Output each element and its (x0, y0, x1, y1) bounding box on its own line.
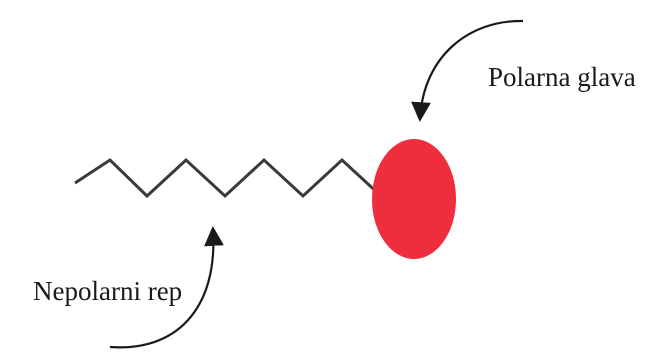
nonpolar-tail-chain (74, 157, 383, 199)
polar-head-circle (372, 139, 456, 259)
tail-pointer-arrow (109, 226, 224, 349)
nonpolar-tail-label: Nepolarni rep (33, 276, 182, 306)
polar-head-label: Polarna glava (488, 62, 636, 92)
head-pointer-arrow (411, 19, 524, 122)
